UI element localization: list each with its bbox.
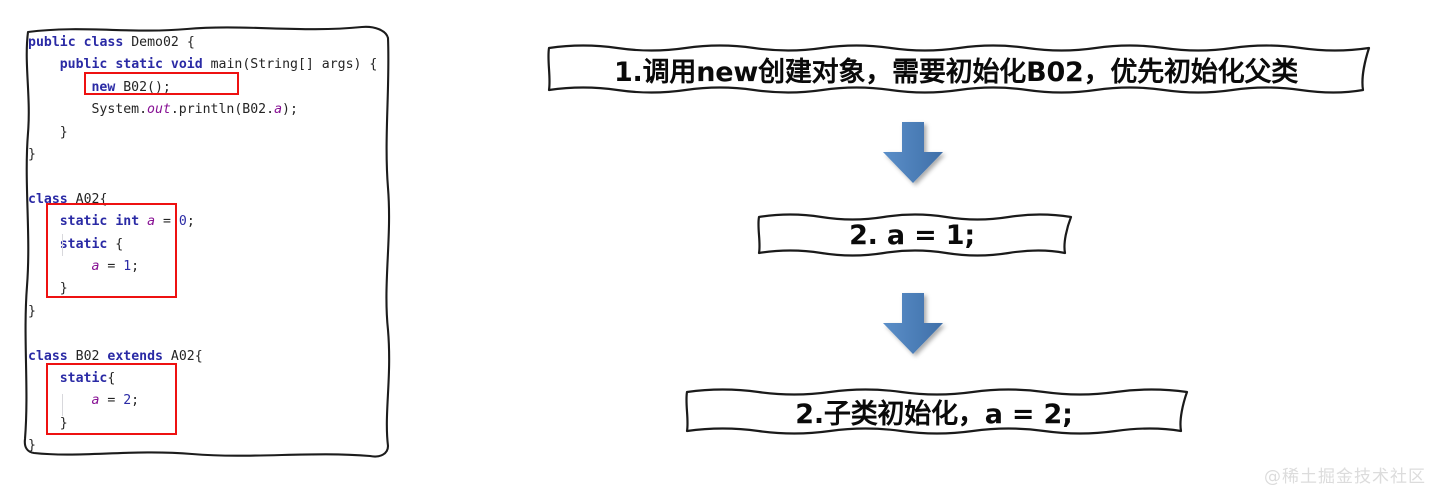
down-arrow-icon	[883, 293, 943, 354]
code-token: int	[115, 214, 140, 230]
code-token: =	[99, 393, 124, 409]
code-token: new	[91, 79, 116, 95]
code-token: 2	[123, 393, 132, 409]
code-line: static {	[60, 234, 124, 256]
code-line: public class Demo02 {	[28, 32, 195, 54]
highlight-new-b02	[84, 72, 239, 95]
code-screenshot-panel: public class Demo02 {public static void …	[22, 18, 394, 461]
code-text: public class Demo02 {public static void …	[22, 18, 394, 461]
code-token: =	[155, 214, 179, 230]
code-token: main(String[] args) {	[202, 57, 378, 73]
wavy-border	[547, 44, 1371, 94]
hand-drawn-panel-border	[23, 25, 391, 458]
step-3-box: 2.子类初始化，a = 2;	[684, 384, 1189, 439]
code-token: public	[59, 57, 108, 73]
down-arrow-icon	[883, 122, 943, 183]
code-token: void	[170, 57, 203, 73]
highlight-b02-static-block	[46, 363, 177, 435]
code-token: 1	[123, 259, 132, 274]
code-token: {	[107, 371, 116, 386]
code-token: static	[115, 57, 163, 73]
step-2-box: 2. a = 1;	[756, 209, 1073, 261]
code-token: B02	[67, 348, 108, 364]
code-token: public	[28, 35, 76, 50]
code-token: ;	[131, 393, 140, 409]
code-token: }	[28, 438, 36, 454]
code-token: System.	[91, 102, 148, 118]
code-token: 0	[178, 214, 187, 230]
code-token: ;	[186, 214, 195, 230]
code-line: public static void main(String[] args) {	[60, 54, 378, 76]
code-token: ;	[131, 259, 140, 274]
step-2-label: 2. a = 1;	[849, 219, 975, 251]
code-token: }	[59, 415, 68, 431]
code-token: {	[107, 236, 124, 252]
code-token: static	[59, 371, 108, 386]
code-line: }	[28, 301, 36, 323]
code-token: }	[59, 124, 68, 140]
step-1-box: 1.调用new创建对象，需要初始化B02，优先初始化父类	[546, 40, 1371, 98]
code-token: Demo02 {	[123, 35, 195, 50]
arrow-1	[880, 122, 946, 184]
code-line: static{	[60, 368, 116, 390]
code-line: a = 2;	[91, 390, 139, 412]
code-line: }	[28, 144, 36, 166]
wavy-border	[685, 388, 1189, 435]
code-token: B02();	[115, 79, 171, 95]
code-token: A02{	[162, 348, 203, 364]
code-line: new B02();	[91, 77, 170, 99]
code-token: a	[274, 102, 283, 118]
code-token: class	[83, 35, 124, 50]
code-token: a	[147, 214, 156, 230]
code-line: }	[28, 435, 36, 457]
step-1-label: 1.调用new创建对象，需要初始化B02，优先初始化父类	[613, 56, 1299, 88]
code-token: extends	[107, 348, 163, 364]
code-line: a = 1;	[91, 256, 139, 278]
code-token: );	[282, 102, 298, 118]
code-token: }	[28, 147, 36, 162]
code-token: static	[59, 236, 108, 252]
code-token: static	[59, 214, 108, 230]
indent-guide	[62, 234, 63, 256]
watermark-label: @稀土掘金技术社区	[1264, 467, 1426, 487]
code-token: =	[99, 259, 124, 274]
code-token: }	[59, 281, 68, 297]
code-token: .println(B02.	[170, 102, 275, 118]
code-line: }	[60, 122, 68, 144]
code-line: class B02 extends A02{	[28, 346, 203, 368]
code-token: a	[91, 393, 100, 409]
highlight-a02-static-block	[46, 203, 177, 298]
code-line: }	[60, 413, 68, 435]
wavy-border	[757, 213, 1073, 257]
code-line: System.out.println(B02.a);	[91, 99, 297, 121]
code-line: }	[60, 278, 68, 300]
code-token: }	[28, 303, 36, 319]
indent-guide	[62, 394, 63, 416]
code-token: out	[147, 102, 171, 118]
code-token: a	[91, 259, 100, 274]
arrow-2	[880, 293, 946, 355]
code-token: class	[28, 348, 68, 364]
code-line: static int a = 0;	[60, 211, 195, 233]
step-3-label: 2.子类初始化，a = 2;	[795, 399, 1073, 430]
